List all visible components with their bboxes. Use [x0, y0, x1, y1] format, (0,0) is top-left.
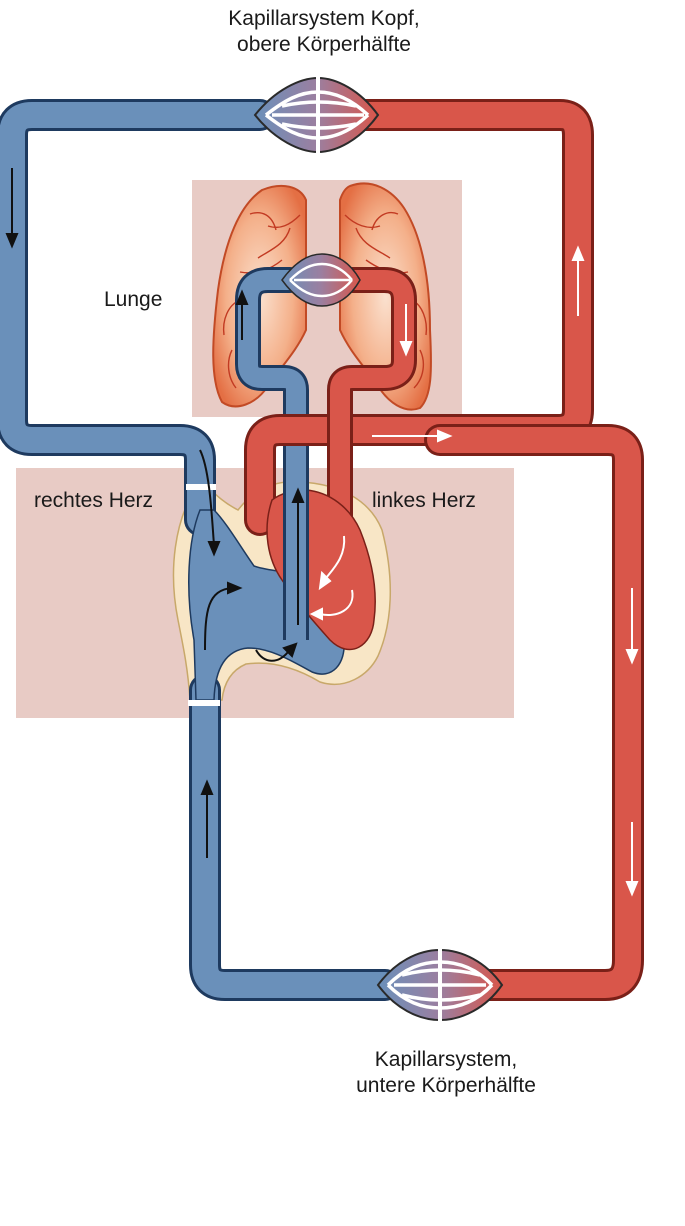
capillary-system-bottom: [376, 944, 504, 1026]
flow-arrows: [5, 168, 639, 897]
lung-label: Lunge: [104, 288, 163, 311]
venous-vessels: [0, 99, 401, 1001]
lower-vena-cava: [189, 674, 401, 1001]
capillary-top-label: Kapillarsystem Kopf, obere Körperhälfte: [228, 6, 419, 58]
valve-gaps: [186, 484, 220, 706]
right-heart-label: rechtes Herz: [34, 489, 154, 512]
capillary-system-lung: [281, 253, 361, 307]
left-heart-label: linkes Herz: [372, 489, 476, 512]
capillary-top-line1: Kapillarsystem Kopf,: [228, 7, 420, 30]
arterial-vessels: [244, 99, 644, 1001]
right-atrium-ventricle: [188, 509, 345, 701]
capillary-bottom-label: Kapillarsystem, untere Körperhälfte: [356, 1047, 536, 1099]
capillary-bottom-line1: Kapillarsystem,: [374, 1048, 518, 1071]
capillary-top-line2: obere Körperhälfte: [237, 33, 411, 56]
capillary-system-top: [253, 74, 380, 158]
capillary-bottom-line2: untere Körperhälfte: [356, 1074, 536, 1097]
